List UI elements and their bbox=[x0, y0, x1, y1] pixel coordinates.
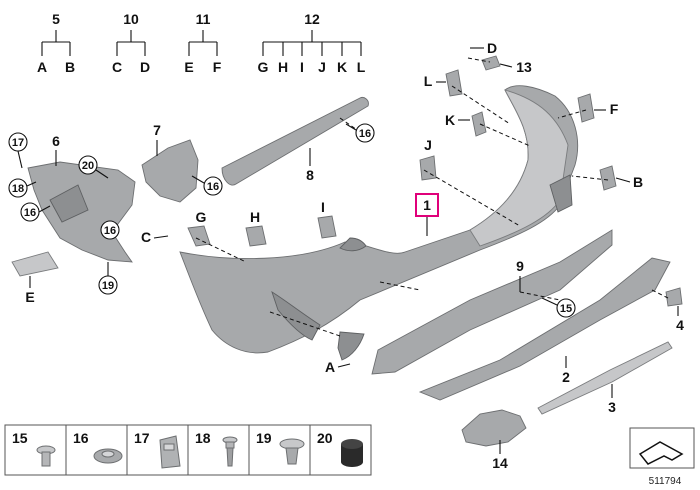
vehicle-direction-arrow-icon bbox=[629, 427, 695, 469]
callout-16-upper: 16 bbox=[359, 128, 371, 140]
letter-l-top: L bbox=[357, 59, 366, 75]
letter-k-drawing: K bbox=[445, 112, 455, 128]
letter-a-drawing: A bbox=[325, 359, 335, 375]
letter-d-drawing: D bbox=[487, 40, 497, 56]
letter-l-drawing: L bbox=[424, 73, 433, 89]
callout-16-frame: 16 bbox=[104, 225, 116, 237]
legend-number-16: 16 bbox=[73, 430, 89, 446]
callout-15: 15 bbox=[560, 303, 572, 315]
letter-a-top: A bbox=[37, 59, 47, 75]
lower-support-9 bbox=[371, 229, 613, 375]
callout-5: 5 bbox=[52, 11, 60, 27]
callout-13: 13 bbox=[516, 59, 532, 75]
letter-c-top: C bbox=[112, 59, 122, 75]
assembly-lines bbox=[195, 57, 669, 337]
clip-j bbox=[419, 155, 437, 181]
callout-7: 7 bbox=[153, 122, 161, 138]
letter-callouts: A B C D E F G H I J K L bbox=[25, 40, 643, 375]
callout-1-highlight bbox=[415, 193, 439, 217]
tree-5: 5 A B bbox=[37, 11, 75, 75]
image-number: 511794 bbox=[649, 476, 682, 487]
letter-g-drawing: G bbox=[196, 209, 207, 225]
letter-i-top: I bbox=[300, 59, 304, 75]
callout-18: 18 bbox=[12, 183, 24, 195]
callout-4: 4 bbox=[676, 317, 684, 333]
letter-b-top: B bbox=[65, 59, 75, 75]
letter-f-drawing: F bbox=[610, 101, 619, 117]
callout-2: 2 bbox=[562, 369, 570, 385]
letter-d-top: D bbox=[140, 59, 150, 75]
callout-16-left: 16 bbox=[24, 207, 36, 219]
clip-h bbox=[245, 225, 267, 247]
callout-8: 8 bbox=[306, 167, 314, 183]
callout-17: 17 bbox=[12, 137, 24, 149]
letter-g-top: G bbox=[258, 59, 269, 75]
spring-nut-icon bbox=[93, 448, 123, 464]
upper-bracket-strip bbox=[221, 97, 369, 186]
clip-k bbox=[471, 111, 487, 137]
callout-16-bracket: 16 bbox=[207, 181, 219, 193]
legend-number-19: 19 bbox=[256, 430, 272, 446]
callout-12: 12 bbox=[304, 11, 320, 27]
letter-h-drawing: H bbox=[250, 209, 260, 225]
callout-14: 14 bbox=[492, 455, 508, 471]
callout-3: 3 bbox=[608, 399, 616, 415]
clip-l bbox=[445, 69, 463, 97]
callout-20: 20 bbox=[82, 160, 94, 172]
legend-number-17: 17 bbox=[134, 430, 150, 446]
clip-4 bbox=[665, 287, 683, 307]
callout-19: 19 bbox=[102, 280, 114, 292]
letter-e-drawing: E bbox=[25, 289, 34, 305]
legend-number-18: 18 bbox=[195, 430, 211, 446]
letter-i-drawing: I bbox=[321, 199, 325, 215]
letter-c-drawing: C bbox=[141, 229, 151, 245]
callouts: 1 2 3 4 6 7 8 9 13 14 15 16 16 16 bbox=[8, 59, 684, 471]
legend-number-20: 20 bbox=[317, 430, 333, 446]
clip-13 bbox=[481, 55, 501, 71]
clip-nut-icon bbox=[159, 435, 181, 469]
small-clips bbox=[187, 55, 683, 307]
callout-10: 10 bbox=[123, 11, 139, 27]
letter-k-top: K bbox=[337, 59, 347, 75]
callout-11: 11 bbox=[196, 11, 211, 27]
callout-1: 1 bbox=[423, 197, 431, 213]
callout-9: 9 bbox=[516, 258, 524, 274]
tree-10: 10 C D bbox=[112, 11, 150, 75]
letter-e-top: E bbox=[184, 59, 193, 75]
letter-j-drawing: J bbox=[424, 137, 432, 153]
tailpipe-trim-14 bbox=[461, 409, 527, 447]
screw-icon bbox=[222, 436, 238, 467]
clip-f bbox=[577, 93, 595, 123]
push-rivet-icon bbox=[36, 445, 56, 467]
clip-g bbox=[187, 225, 211, 247]
callout-6: 6 bbox=[52, 133, 60, 149]
diffuser-2 bbox=[418, 257, 671, 401]
letter-b-drawing: B bbox=[633, 174, 643, 190]
clip-i bbox=[317, 215, 337, 239]
expanding-rivet-icon bbox=[279, 438, 305, 465]
tree-12: 12 G H I J K L bbox=[258, 11, 366, 75]
tree-11: 11 E F bbox=[184, 11, 221, 75]
clip-b bbox=[599, 165, 617, 191]
letter-f-top: F bbox=[213, 59, 222, 75]
bracket-7 bbox=[141, 139, 199, 203]
fastener-legend: 15 16 17 18 19 20 bbox=[4, 424, 372, 476]
rubber-buffer-icon bbox=[341, 439, 363, 467]
letter-j-top: J bbox=[318, 59, 326, 75]
legend-number-15: 15 bbox=[12, 430, 28, 446]
letter-h-top: H bbox=[278, 59, 288, 75]
trim-strip-3 bbox=[537, 341, 673, 415]
bumper-trim-panel bbox=[179, 85, 579, 361]
